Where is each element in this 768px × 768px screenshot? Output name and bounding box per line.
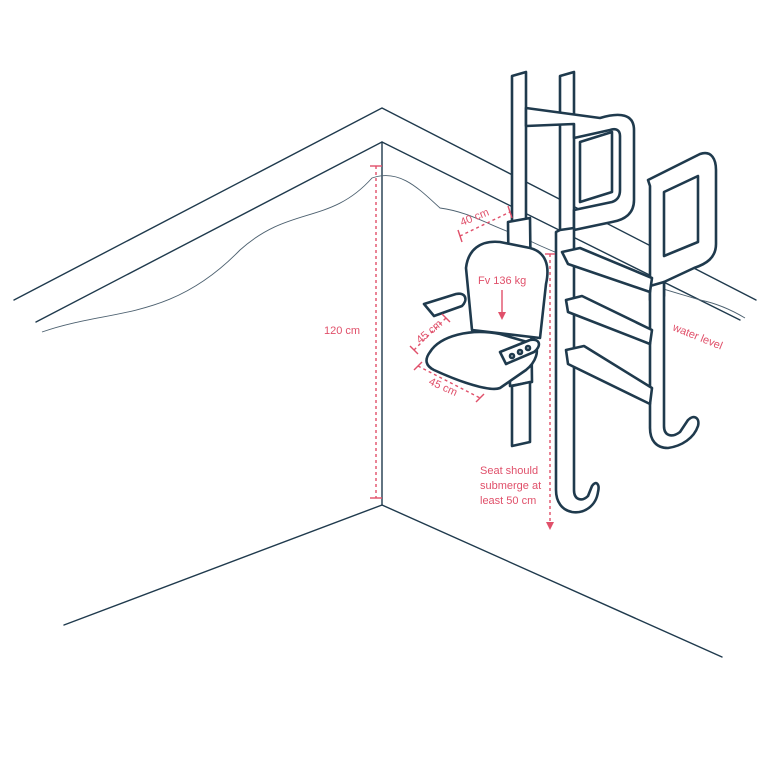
ladder-handrail-front-inner	[662, 174, 700, 258]
pool-top-edge-outer	[13, 107, 757, 301]
armrest-button-1	[508, 352, 516, 360]
ladder-front-rail	[648, 280, 700, 450]
water-level-label: water level	[670, 321, 724, 352]
dim-40-tick-b	[507, 205, 513, 219]
dim-45-width-tick-b	[475, 393, 485, 403]
ladder-step-3	[564, 344, 654, 406]
ladder-rear-post	[510, 70, 528, 240]
load-arrow-head	[498, 312, 506, 320]
ladder-rear-post-2	[558, 70, 576, 234]
ladder-handrail-back	[524, 106, 636, 232]
armrest-button-2	[516, 348, 524, 356]
dim-45-depth-tick-b	[441, 313, 451, 323]
dim-45-depth-line	[413, 317, 447, 351]
ladder-step-2	[564, 294, 654, 346]
dim-45-width-tick-a	[413, 361, 423, 371]
submerge-label-line3: least 50 cm	[480, 495, 536, 507]
water-surface-line	[41, 175, 746, 333]
load-label: Fv 136 kg	[478, 275, 526, 287]
seat-offset-label: 40 cm	[459, 206, 491, 228]
armrest-button-3	[524, 344, 532, 352]
ladder-handrail-back-inner	[578, 130, 614, 204]
ladder-step-1	[560, 246, 654, 294]
pool-floor-right	[381, 504, 723, 658]
lift-column-lower	[510, 380, 532, 448]
height-label: 120 cm	[324, 325, 360, 337]
lift-armrest-left	[422, 292, 467, 318]
pool-floor-left	[63, 504, 383, 626]
dim-40-tick-a	[457, 229, 463, 243]
pool-ladder	[510, 70, 718, 514]
submerge-label-line1: Seat should	[480, 465, 538, 477]
submerge-arrow-head	[546, 522, 554, 530]
dim-45-depth-tick-a	[409, 345, 419, 355]
submerge-label-line2: submerge at	[480, 480, 541, 492]
pool-structure	[13, 107, 757, 658]
lift-seat-cushion	[425, 330, 539, 391]
lift-seat-back	[464, 240, 549, 340]
pool-lift	[422, 216, 549, 448]
